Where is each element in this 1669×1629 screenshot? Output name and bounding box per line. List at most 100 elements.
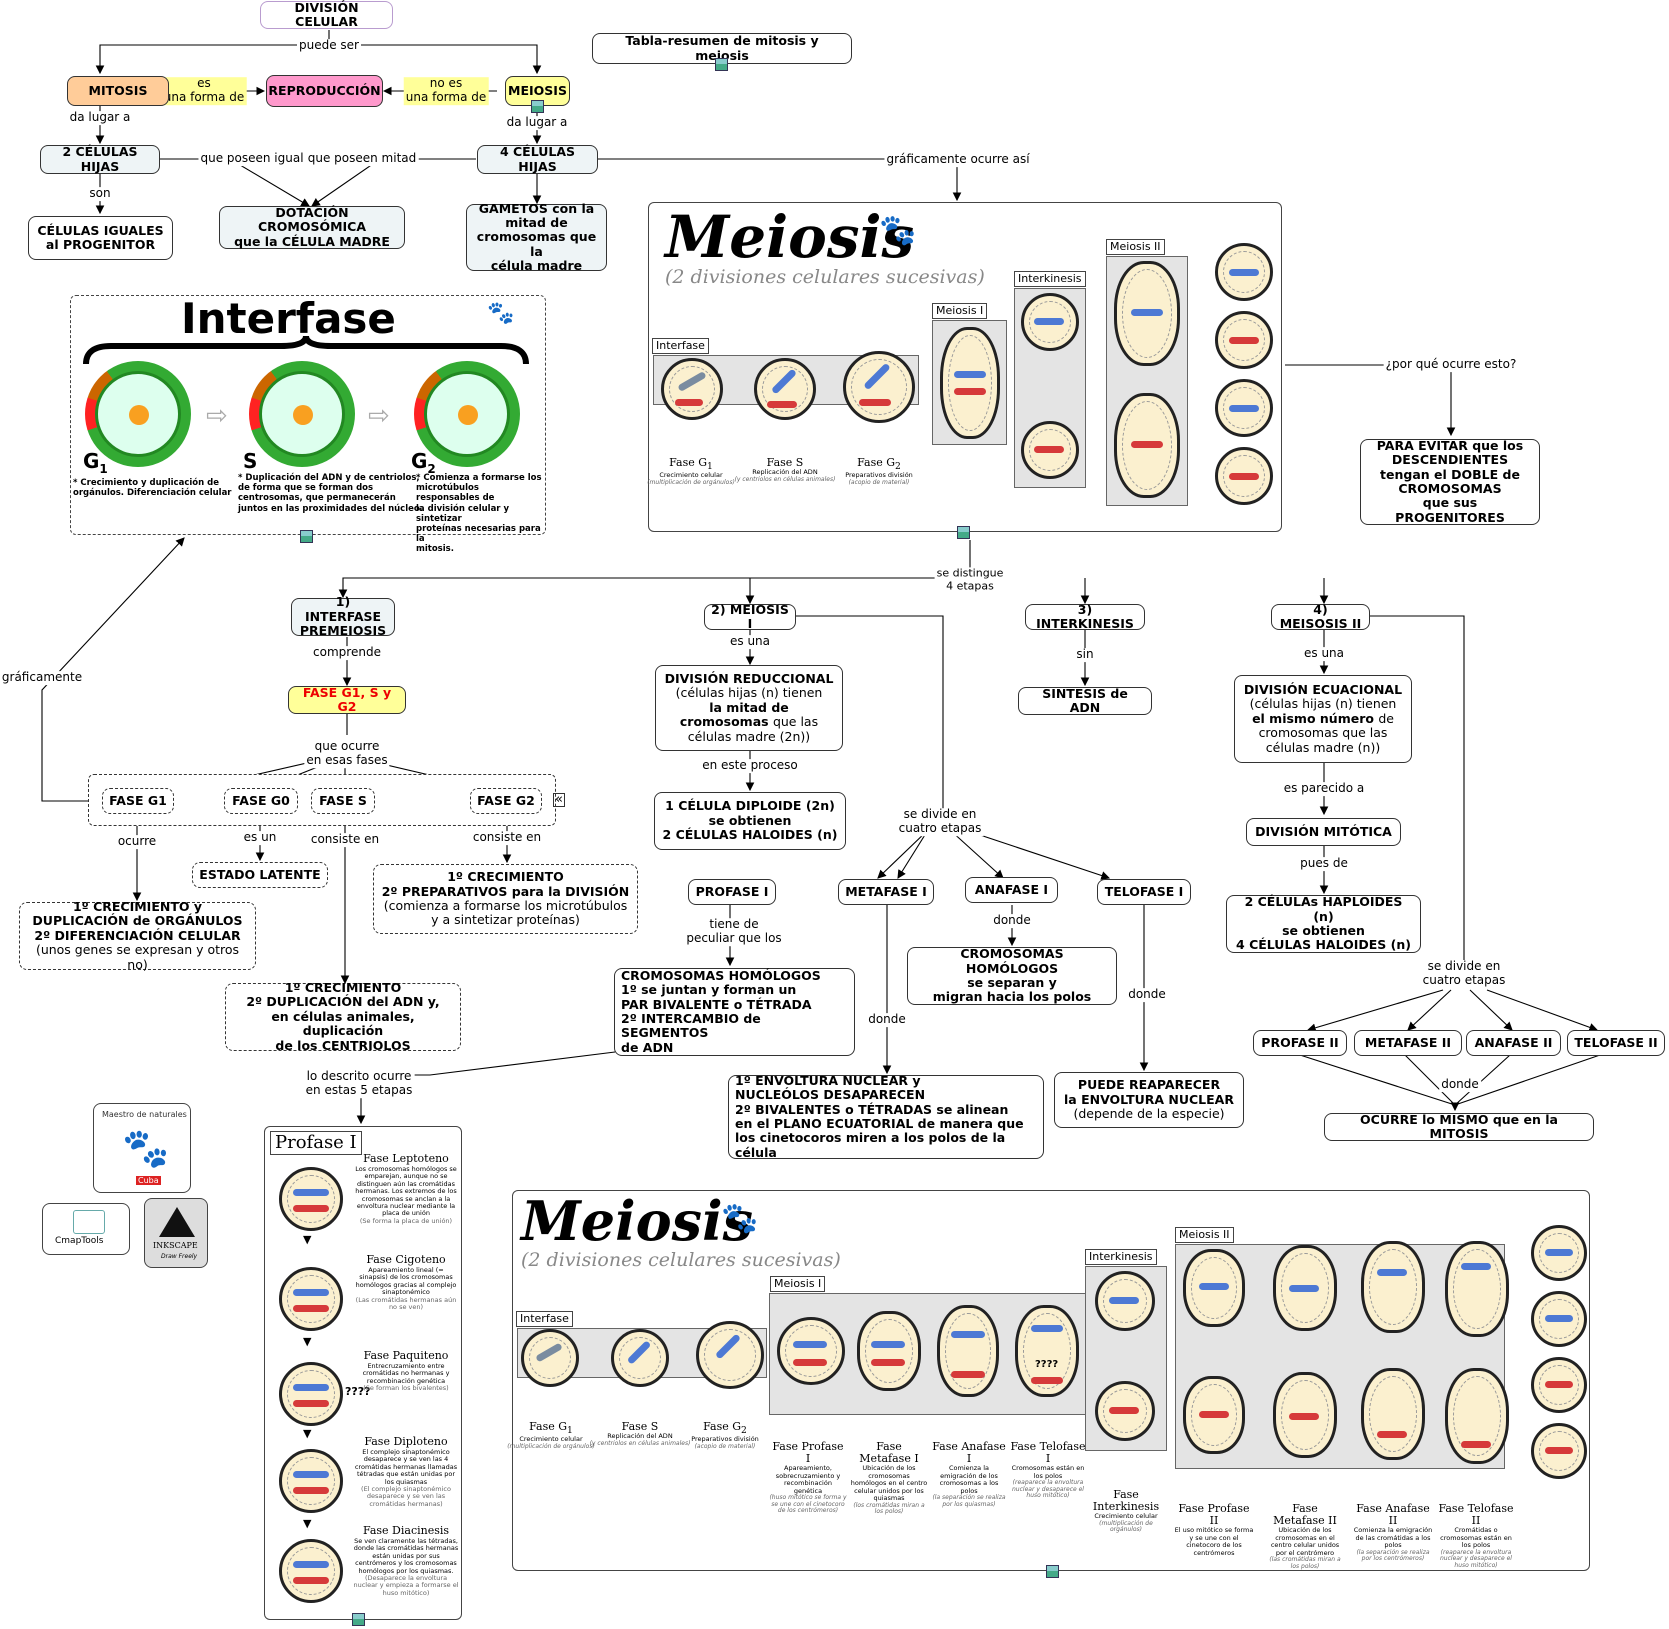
paw-logo-icon: 🐾 [721, 1201, 759, 1236]
maestro-logo-text: Maestro de naturales [102, 1110, 187, 1119]
node-division-ecuacional[interactable]: DIVISIÓN ECUACIONAL(células hijas (n) ti… [1234, 675, 1412, 763]
maestro-naturales-logo: 🐾 Maestro de naturales Cuba [93, 1103, 191, 1193]
node-ocurre-mismo[interactable]: OCURRE lo MISMO que en la MITOSIS [1324, 1112, 1594, 1141]
node-fase-g1-s-g2[interactable]: FASE G1, S y G2 [288, 685, 406, 714]
collapse-button[interactable]: « [553, 792, 565, 807]
node-anafase-i[interactable]: ANAFASE I [965, 877, 1058, 903]
node-interkinesis[interactable]: 3) INTERKINESIS [1025, 602, 1145, 631]
node-division-reduccional[interactable]: DIVISIÓN REDUCCIONAL(células hijas (n) t… [655, 665, 843, 751]
brace-icon [83, 336, 529, 365]
chromosome-icon [871, 1341, 905, 1348]
node-2-celulas-hijas[interactable]: 2 CÉLULAS HIJAS [40, 144, 160, 174]
arrow-right-icon: ⇨ [206, 401, 228, 431]
node-profase-i[interactable]: PROFASE I [688, 879, 776, 905]
cell-g2 [843, 351, 915, 423]
link-pues-de: pues de [1298, 856, 1350, 871]
node-meiosis[interactable]: MEIOSIS [505, 76, 570, 106]
node-metafase-ii[interactable]: METAFASE II [1354, 1030, 1462, 1056]
paw-logo-icon: 🐾 [879, 213, 917, 248]
node-profase-ii[interactable]: PROFASE II [1253, 1030, 1347, 1056]
meiosis-subtitle: (2 divisiones celulares sucesivas) [665, 266, 985, 288]
node-mitosis[interactable]: MITOSIS [67, 76, 169, 106]
chromosome-icon [1131, 441, 1163, 448]
link-ocurre: ocurre [115, 834, 159, 849]
chromosome-icon [954, 388, 986, 395]
s-description: * Duplicación del ADN y de centriolos,de… [238, 473, 423, 514]
node-reproduccion[interactable]: REPRODUCCIÓN [266, 75, 383, 107]
image-attachment-icon[interactable] [352, 1613, 365, 1626]
image-attachment-icon[interactable] [1046, 1565, 1059, 1578]
chromosome-icon [1109, 1407, 1139, 1414]
chromosome-icon [1289, 1413, 1319, 1420]
cell-telofase-ii-bottom [1445, 1368, 1509, 1464]
question-marks: ???? [1035, 1359, 1059, 1370]
tag-meiosis-i: Meiosis I [932, 303, 988, 319]
node-sintesis[interactable]: SINTESIS de ADN [1018, 686, 1152, 715]
image-attachment-icon[interactable] [300, 530, 313, 543]
node-tabla-resumen[interactable]: Tabla-resumen de mitosis y meiosis [592, 33, 852, 64]
question-marks: ???? [345, 1385, 371, 1398]
node-division-celular[interactable]: DIVISIÓN CELULAR [260, 0, 393, 29]
arrow-down-icon: ▼ [303, 1335, 312, 1348]
node-meiosis-ii[interactable]: 4) MEISOSIS II [1271, 602, 1370, 631]
cmap-logo-text: CmapTools [55, 1236, 104, 1246]
node-fase-g1[interactable]: FASE G1 [102, 788, 174, 814]
link-por-que: ¿por qué ocurre esto? [1383, 357, 1519, 372]
node-fase-g0[interactable]: FASE G0 [224, 788, 298, 814]
chromosome-icon [293, 1289, 329, 1296]
node-anafase-ii[interactable]: ANAFASE II [1466, 1030, 1561, 1056]
node-division-mitotica[interactable]: DIVISIÓN MITÓTICA [1246, 818, 1401, 846]
image-attachment-icon[interactable] [531, 100, 544, 113]
chromosome-icon [293, 1577, 329, 1584]
phase-s-label: S [243, 449, 258, 473]
cell-g2-2 [696, 1321, 764, 1389]
node-telofase-i[interactable]: TELOFASE I [1097, 879, 1191, 905]
cmap-diagram-icon [73, 1210, 105, 1234]
image-attachment-icon[interactable] [715, 58, 728, 71]
node-fase-s[interactable]: FASE S [311, 788, 375, 814]
image-attachment-icon[interactable] [957, 526, 970, 539]
interfase-title: Interfase [181, 294, 396, 343]
chromosome-icon [1034, 446, 1064, 453]
node-telofase-ii[interactable]: TELOFASE II [1567, 1030, 1665, 1056]
node-fase-g2[interactable]: FASE G2 [470, 788, 542, 814]
chromosome-icon [1461, 1441, 1491, 1448]
inkscape-mountain-icon [159, 1207, 195, 1237]
link-puede-ser: puede ser [297, 38, 361, 53]
cell-leptoteno [279, 1167, 343, 1231]
chromosome-icon [1229, 473, 1259, 480]
node-metafase-i[interactable]: METAFASE I [838, 879, 934, 905]
node-4-celulas-hijas[interactable]: 4 CÉLULAS HIJAS [477, 144, 598, 174]
inkscape-logo: INKSCAPE Draw Freely [144, 1198, 208, 1268]
chromosome-icon [1545, 1249, 1573, 1256]
node-meiosis-i[interactable]: 2) MEIOSIS I [704, 602, 796, 631]
node-estado-latente[interactable]: ESTADO LATENTE [192, 862, 328, 888]
cell-profase-i [777, 1317, 845, 1385]
chromosome-icon [1229, 405, 1259, 412]
